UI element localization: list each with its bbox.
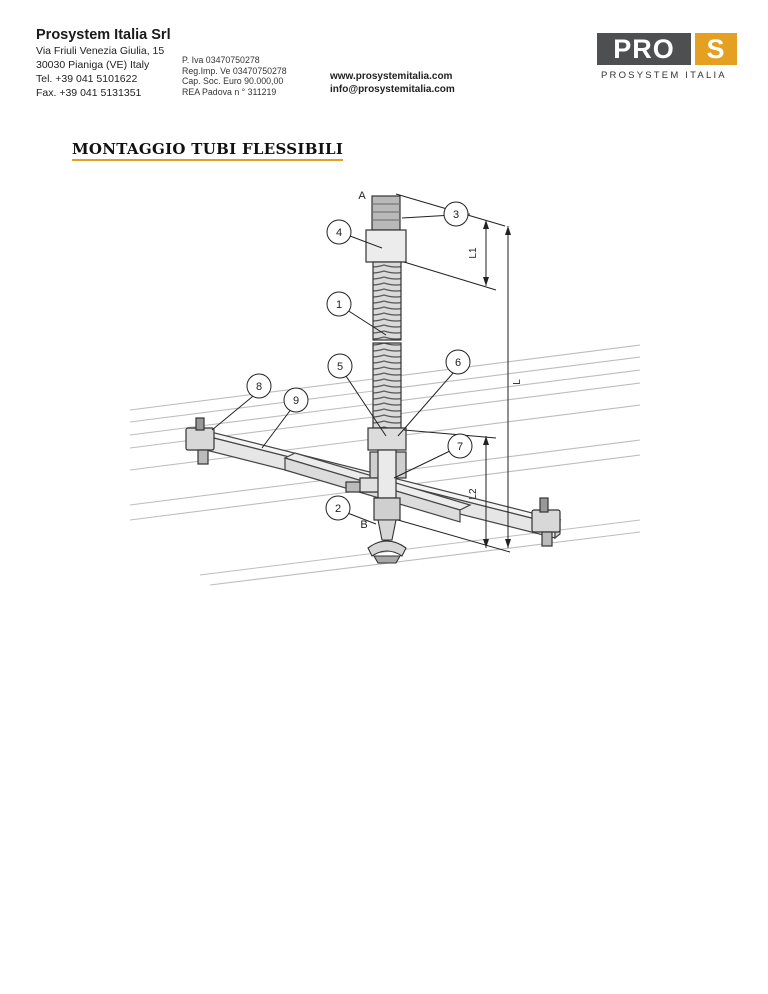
logo-pro-block: PRO xyxy=(597,33,691,65)
callout-1-label: 1 xyxy=(336,299,342,311)
callout-leaders xyxy=(211,213,471,525)
sprinkler-head xyxy=(367,519,407,564)
address-line: Via Friuli Venezia Giulia, 15 xyxy=(36,45,165,57)
vat-line: P. Iva 03470750278 xyxy=(182,55,260,65)
callout-4-label: 4 xyxy=(336,227,342,239)
callout-8-label: 8 xyxy=(256,381,262,393)
callout-6-label: 6 xyxy=(455,357,461,369)
rea-line: REA Padova n ° 311219 xyxy=(182,86,277,97)
callout-3-label: 3 xyxy=(453,209,459,221)
left-clamp xyxy=(185,417,215,465)
address-line: 30030 Pianiga (VE) Italy xyxy=(36,59,150,71)
dimension-l1-label: L1 xyxy=(468,247,479,259)
company-address: Via Friuli Venezia Giulia, 15 30030 Pian… xyxy=(36,44,164,100)
website-link[interactable]: www.prosystemitalia.com xyxy=(330,71,453,82)
company-contacts: www.prosystemitalia.com info@prosystemit… xyxy=(330,70,455,96)
phone-line: Tel. +39 041 5101622 xyxy=(36,73,138,85)
callout-circles xyxy=(246,201,473,521)
company-name: Prosystem Italia Srl xyxy=(36,27,171,43)
point-b-label: B xyxy=(360,519,367,531)
fax-line: Fax. +39 041 5131351 xyxy=(36,87,142,99)
callout-9-label: 9 xyxy=(293,395,299,407)
callout-5-label: 5 xyxy=(337,361,343,373)
callout-7-label: 7 xyxy=(457,441,463,453)
point-a-label: A xyxy=(358,190,366,202)
registry-line: Reg.Imp. Ve 03470750278 xyxy=(182,65,287,76)
company-logo: PRO S PROSYSTEM ITALIA xyxy=(597,33,737,85)
page-title: MONTAGGIO TUBI FLESSIBILI xyxy=(72,140,344,161)
logo-subtitle: PROSYSTEM ITALIA xyxy=(601,70,727,81)
capital-line: Cap. Soc. Euro 90.000,00 xyxy=(182,76,284,86)
email-link[interactable]: info@prosystemitalia.com xyxy=(330,84,455,95)
logo-s-block: S xyxy=(695,33,737,65)
dimension-l-label: L xyxy=(512,379,523,385)
flexible-hose xyxy=(365,195,407,521)
callout-2-label: 2 xyxy=(335,503,341,515)
company-fiscal-info: P. Iva 03470750278 Reg.Imp. Ve 034707502… xyxy=(182,55,287,97)
dimension-l2-label: L2 xyxy=(468,488,479,500)
flexible-hose-diagram: 3 4 1 5 6 7 8 9 2 A B L1 L L2 xyxy=(129,190,641,586)
right-clamp xyxy=(531,497,561,547)
dimension-arrows xyxy=(483,220,511,548)
